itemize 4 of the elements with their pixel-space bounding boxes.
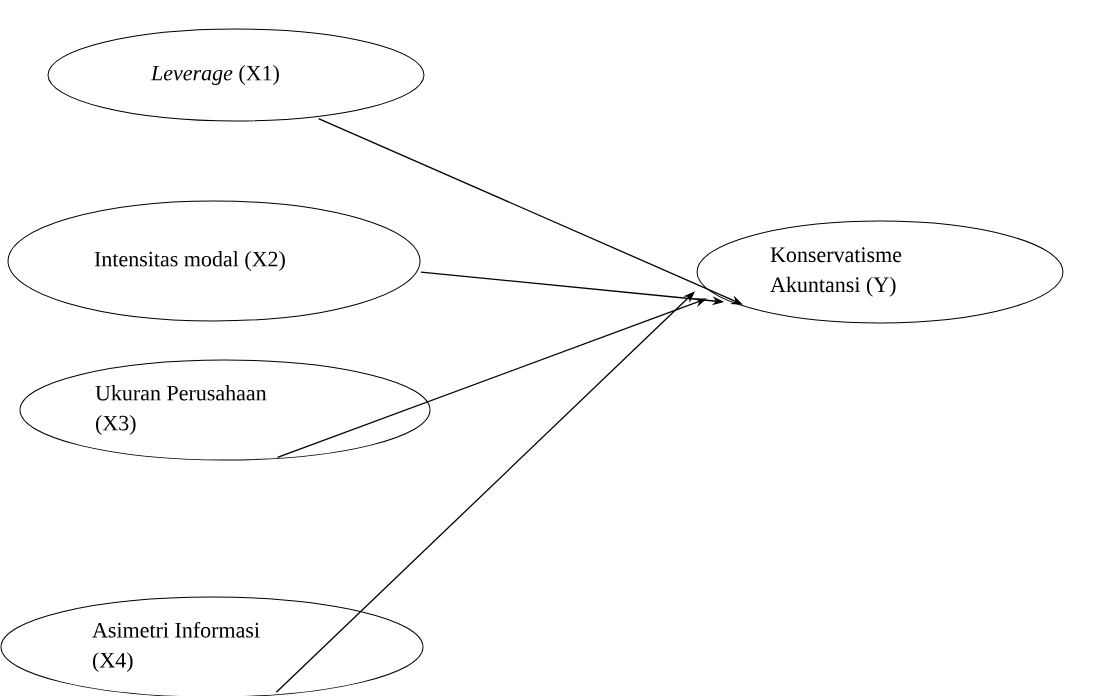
ellipse-node: Konservatisme Akuntansi (Y) xyxy=(696,220,1064,324)
ellipse-node: Leverage (X1) xyxy=(47,28,425,122)
ellipse-node: Intensitas modal (X2) xyxy=(7,200,421,322)
ellipse-node: Ukuran Perusahaan (X3) xyxy=(19,359,431,461)
